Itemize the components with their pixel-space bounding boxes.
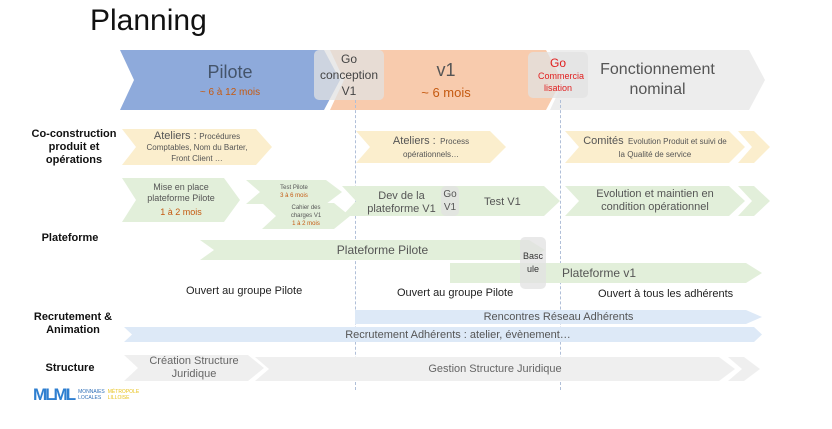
phase-v1-name: v1 [436, 60, 456, 80]
task-cahier-des-charges: Cahier des charges V1 1 à 2 mois [262, 203, 350, 229]
text-ouvert-pilote-2: Ouvert au groupe Pilote [397, 287, 514, 299]
milestone-go-conception: Go conception V1 [314, 50, 384, 100]
row-label-coconstruction: Co-construction produit et opérations [31, 128, 117, 166]
milestone-line-commercialisation [560, 100, 561, 390]
row-label-structure: Structure [45, 362, 95, 374]
bar-plateforme-pilote: Plateforme Pilote [200, 240, 545, 260]
milestone-go-commercialisation: Go Commercia lisation [528, 52, 588, 98]
phase-nominal-name: Fonctionnement nominal [600, 61, 715, 98]
task-comites: Comités Evolution Produit et suivi de la… [565, 131, 745, 163]
phase-pilote-duration: ~ 6 à 12 mois [199, 87, 261, 98]
page-title: Planning [90, 4, 207, 37]
task-test-v1-label: Test V1 [484, 196, 521, 208]
milestone-go-v1: Go V1 [441, 186, 459, 216]
row-label-recrutement: Recrutement & Animation [33, 311, 113, 336]
task-ateliers-pilote: Ateliers : Procédures Comptables, Nom du… [122, 129, 272, 165]
task-dev-v1-label: Dev de la plateforme V1 [367, 190, 436, 215]
bar-rencontres-reseau: Rencontres Réseau Adhérents [355, 310, 762, 324]
bar-plateforme-v1: Plateforme v1 [450, 263, 762, 283]
task-test-pilote: Test Pilote 3 à 6 mois [246, 180, 342, 204]
phase-v1-duration: ~ 6 mois [421, 85, 471, 100]
task-mise-en-place: Mise en place plateforme Pilote 1 à 2 mo… [122, 178, 240, 222]
bar-recrutement-adherents: Recrutement Adhérents : atelier, évèneme… [124, 327, 762, 342]
task-creation-structure: Création Structure Juridique [124, 355, 264, 381]
task-gestion-structure: Gestion Structure Juridique [255, 357, 735, 381]
text-ouvert-pilote-1: Ouvert au groupe Pilote [186, 285, 303, 297]
milestone-bascule: Basc ule [520, 237, 546, 289]
phase-pilote-name: Pilote [207, 62, 253, 82]
logo-mark: MLML [33, 385, 76, 404]
logo-mlml: MLML MONNAIES LOCALES MÉTROPOLE LILLOISE [33, 385, 140, 404]
text-ouvert-tous: Ouvert à tous les adhérents [598, 288, 734, 300]
row-label-plateforme: Plateforme [41, 232, 99, 244]
task-ateliers-v1: Ateliers : Process opérationnels… [356, 131, 506, 163]
phase-pilote: Pilote ~ 6 à 12 mois [120, 50, 340, 110]
task-evolution: Evolution et maintien en condition opéra… [565, 186, 745, 216]
